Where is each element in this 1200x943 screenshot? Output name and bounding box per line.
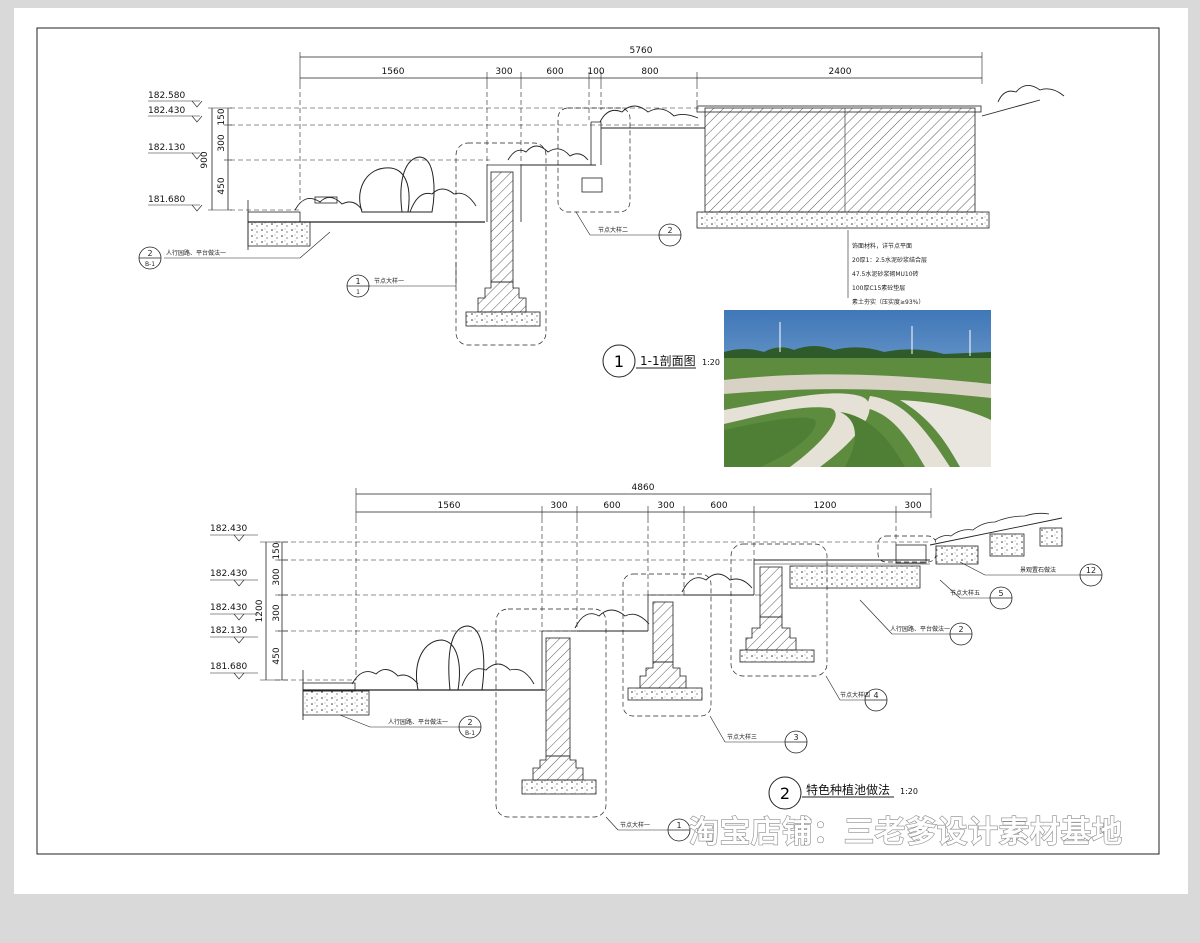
- s1-elev-2: 182.430: [148, 106, 185, 116]
- s2-sym-2-num: 2: [958, 625, 963, 634]
- s1-note-3: 47.5水泥砂浆砌MU10砖: [852, 270, 919, 278]
- s1-elev-4: 181.680: [148, 195, 185, 205]
- s1-note-4: 100厚C15素砼垫层: [852, 284, 905, 292]
- s2-dim-overall: 4860: [632, 483, 655, 493]
- s1-vdim-2: 300: [217, 134, 227, 151]
- reference-photo: [724, 310, 991, 467]
- s2-title-number: 2: [780, 784, 790, 803]
- s1-elev-1: 182.580: [148, 91, 185, 101]
- s2-elev-5: 181.680: [210, 662, 247, 672]
- s2-sym-1-sub: B-1: [465, 730, 475, 737]
- s1-dim-1: 1560: [382, 67, 405, 77]
- s1-elev-3: 182.130: [148, 143, 185, 153]
- s2-sym-4-num: 12: [1086, 566, 1096, 575]
- s2-dim-4: 300: [657, 501, 674, 511]
- s1-dim-3: 600: [546, 67, 563, 77]
- s2-dim-2: 300: [550, 501, 567, 511]
- s2-callout-5: 节点大样四: [840, 691, 870, 699]
- s2-sym-7-num: 1: [676, 821, 681, 830]
- s1-title-number: 1: [614, 352, 624, 371]
- section-1-drawing: [138, 52, 1065, 378]
- s1-note-2: 20厚1：2.5水泥砂浆结合层: [852, 256, 927, 264]
- s1-note-1: 饰面材料，详节点平面: [852, 242, 912, 250]
- s2-callout-1: 人行园路、平台做法一: [388, 718, 448, 726]
- s2-sym-3-num: 5: [998, 589, 1003, 598]
- drawing-border: [36, 27, 1160, 855]
- s1-dim-4: 100: [587, 67, 604, 77]
- s2-dim-7: 300: [904, 501, 921, 511]
- s2-elev-1: 182.430: [210, 524, 247, 534]
- s2-elev-3: 182.430: [210, 603, 247, 613]
- s1-sym-2-sub: 1: [356, 289, 360, 296]
- s1-sym-2-num: 1: [355, 277, 360, 286]
- s2-callout-2: 人行园路、平台做法一: [890, 625, 950, 633]
- s1-sym-1-num: 2: [147, 249, 152, 258]
- s1-dim-2: 300: [495, 67, 512, 77]
- s1-scale: 1:20: [702, 358, 720, 367]
- s1-callout-1: 人行园路、平台做法一: [166, 249, 226, 257]
- s1-dim-5: 800: [641, 67, 658, 77]
- s1-sym-1-sub: B-1: [145, 261, 155, 268]
- s1-vdim-1: 150: [217, 108, 227, 125]
- section-2-drawing: [210, 488, 1103, 842]
- s2-callout-3: 节点大样五: [950, 589, 980, 597]
- s2-vdim-4: 450: [272, 647, 282, 664]
- s2-sym-6-num: 3: [793, 733, 798, 742]
- s2-dim-3: 600: [603, 501, 620, 511]
- s2-dim-5: 600: [710, 501, 727, 511]
- watermark: 淘宝店铺：三老爹设计素材基地: [689, 815, 1123, 850]
- s1-callout-2: 节点大样一: [374, 277, 404, 285]
- s2-scale: 1:20: [900, 787, 918, 796]
- s2-vdim-total: 1200: [255, 599, 265, 622]
- s1-dim-6: 2400: [829, 67, 852, 77]
- s2-elev-2: 182.430: [210, 569, 247, 579]
- section-1-labels: 5760 1560 300 600 100 800 2400 182.580 1…: [145, 46, 927, 371]
- s2-title: 特色种植池做法: [806, 782, 890, 797]
- s2-vdim-3: 300: [272, 604, 282, 621]
- s1-sym-3-num: 2: [667, 226, 672, 235]
- s2-elev-4: 182.130: [210, 626, 247, 636]
- s1-vdim-3: 450: [217, 177, 227, 194]
- s1-title: 1-1剖面图: [640, 354, 696, 368]
- s2-sym-1-num: 2: [467, 718, 472, 727]
- s2-callout-7: 节点大样一: [620, 821, 650, 829]
- s2-sym-5-num: 4: [873, 691, 878, 700]
- s2-vdim-2: 300: [272, 568, 282, 585]
- s2-callout-4: 景观置石做法: [1020, 566, 1056, 574]
- section-2-labels: 4860 1560 300 600 300 600 1200 300 182.4…: [210, 483, 1096, 830]
- s2-vdim-1: 150: [272, 542, 282, 559]
- s2-dim-1: 1560: [438, 501, 461, 511]
- s2-callout-6: 节点大样三: [727, 733, 757, 741]
- s1-note-5: 素土夯实（压实度≥93%）: [852, 298, 924, 306]
- s1-callout-3: 节点大样二: [598, 226, 628, 234]
- s1-vdim-total: 900: [200, 151, 210, 168]
- s2-dim-6: 1200: [814, 501, 837, 511]
- s1-dim-overall: 5760: [630, 46, 653, 56]
